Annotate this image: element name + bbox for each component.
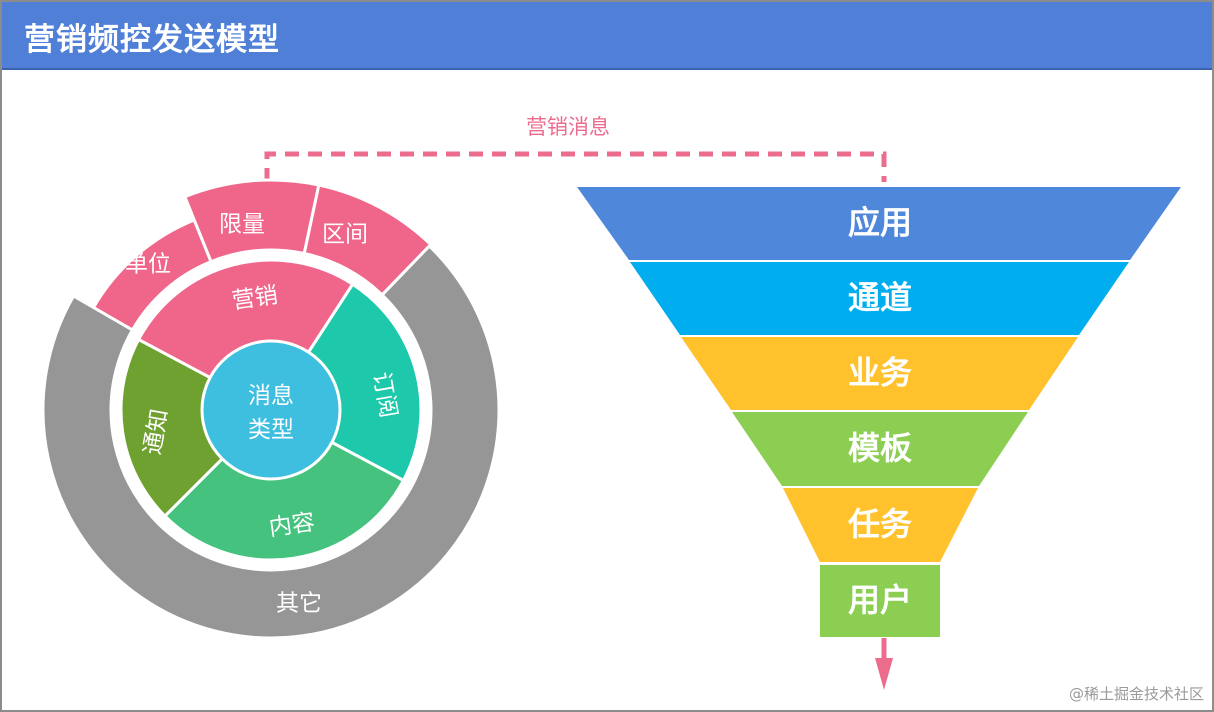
- output-arrow: [875, 638, 893, 690]
- center-label-line2: 类型: [248, 417, 294, 443]
- outer-segment-other: [41, 243, 501, 640]
- funnel-layer-task-label: 任务: [848, 505, 912, 543]
- watermark: @稀土掘金技术社区: [1068, 685, 1204, 703]
- middle-segment-content-label: 内容: [267, 509, 316, 541]
- funnel-layer-app: [577, 187, 1181, 260]
- outer-segment-unit-label: 单位: [125, 252, 171, 278]
- funnel-layer-channel-label: 通道: [848, 279, 912, 317]
- title-bar: 营销频控发送模型: [2, 2, 1212, 70]
- funnel-layer-app-label: 应用: [848, 204, 912, 242]
- outer-segment-interval: [302, 183, 433, 298]
- outer-segment-limit-label: 限量: [219, 212, 265, 238]
- funnel-layer-business: [681, 337, 1078, 410]
- funnel-layer-business-label: 业务: [848, 354, 912, 392]
- connector-label: 营销消息: [526, 115, 610, 139]
- marketing-message-connector: 营销消息: [264, 115, 887, 182]
- funnel-layer-user: [820, 565, 940, 637]
- connector-dashed-line: [264, 151, 887, 182]
- funnel-layer-template: [732, 412, 1028, 486]
- funnel-layer-task: [783, 488, 978, 562]
- center-label-line1: 消息: [248, 383, 294, 409]
- funnel-layer-channel: [630, 262, 1129, 335]
- funnel-layer-template-label: 模板: [848, 429, 912, 467]
- outer-segment-interval-label: 区间: [322, 222, 368, 248]
- funnel-layer-user-label: 用户: [848, 581, 912, 619]
- center-circle: [200, 339, 342, 481]
- outer-segment-other-label: 其它: [276, 591, 322, 617]
- page-title: 营销频控发送模型: [24, 22, 280, 58]
- middle-segment-marketing-label: 营销: [230, 282, 279, 314]
